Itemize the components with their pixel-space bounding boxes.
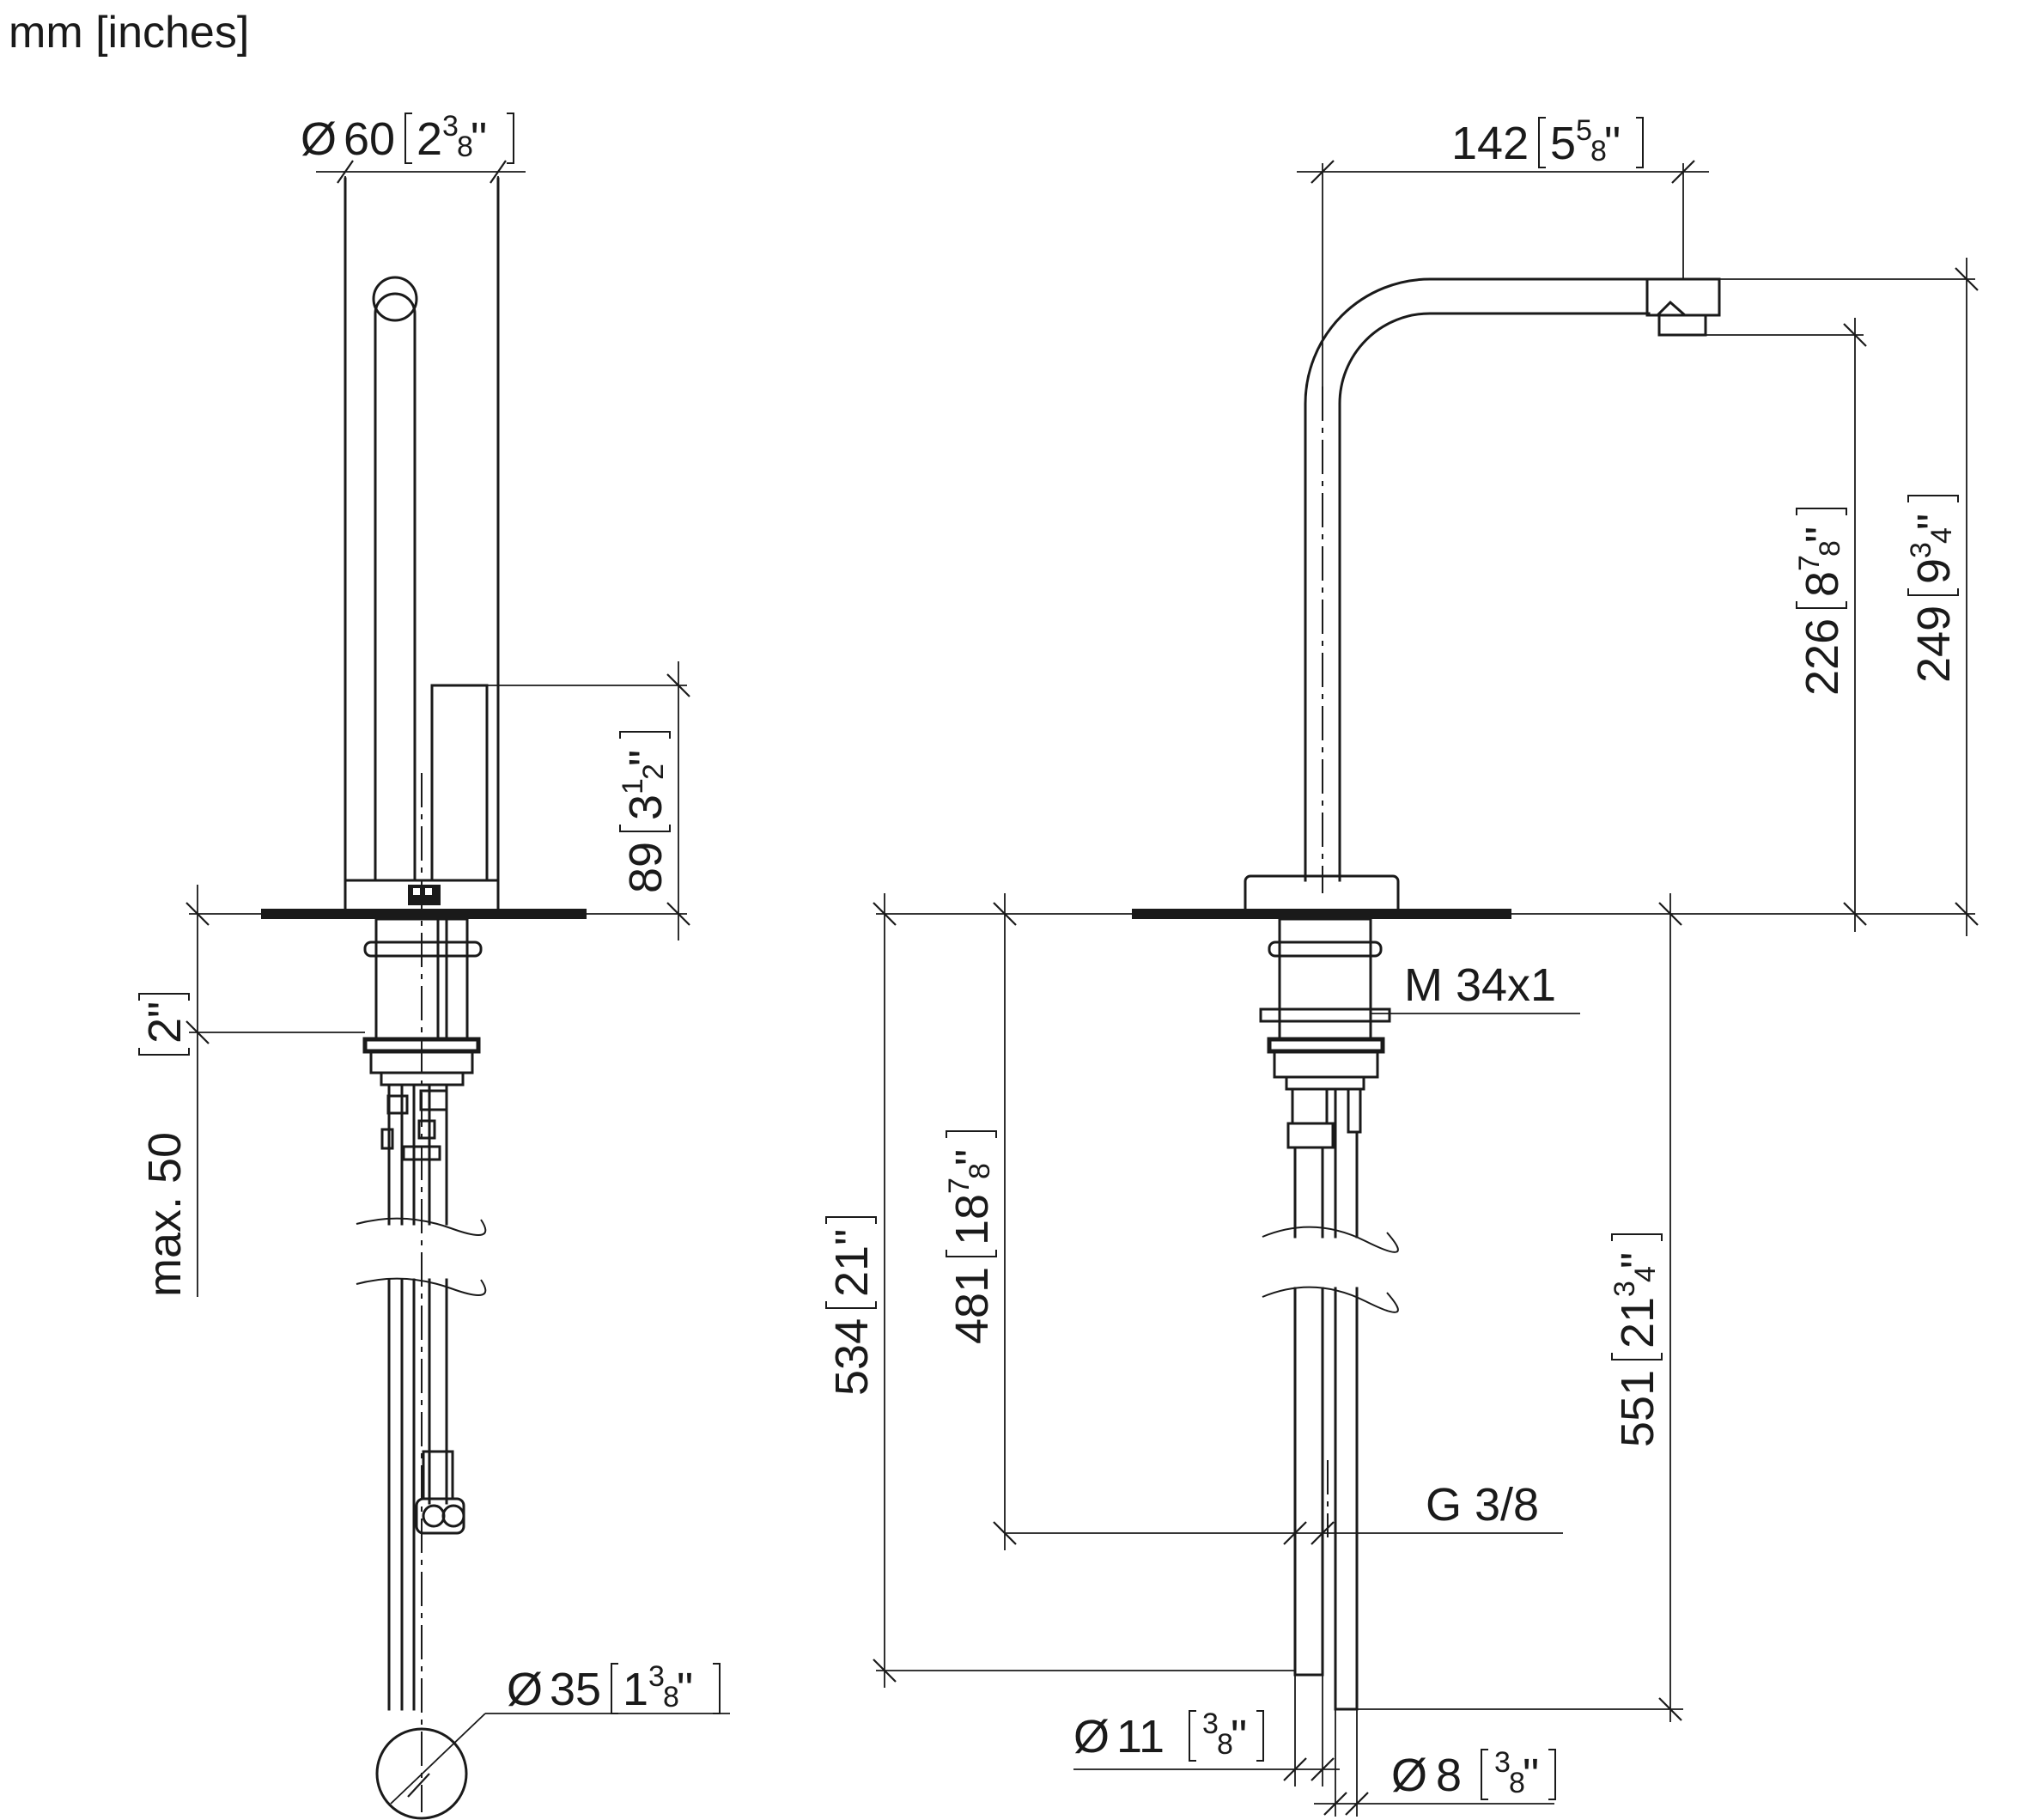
svg-text:5: 5 — [1576, 114, 1592, 147]
svg-text:7: 7 — [1793, 555, 1826, 571]
dim-226-value: 226 — [1797, 618, 1848, 696]
svg-text:2": 2" — [139, 1001, 191, 1044]
svg-text:": " — [1523, 1750, 1539, 1801]
svg-text:": " — [1604, 118, 1621, 169]
svg-text:": " — [677, 1664, 693, 1715]
svg-text:8: 8 — [1217, 1728, 1233, 1761]
dim-89-value: 89 — [620, 842, 672, 893]
svg-text:": " — [1797, 527, 1848, 543]
svg-text:Ø: Ø — [507, 1664, 543, 1715]
svg-text:4: 4 — [1629, 1266, 1662, 1282]
dim-60-value: 60 — [344, 113, 395, 165]
svg-text:3: 3 — [1609, 1281, 1641, 1297]
svg-text:": " — [1612, 1252, 1663, 1269]
svg-text:3: 3 — [620, 794, 672, 820]
svg-text:": " — [471, 113, 487, 165]
svg-text:8: 8 — [1814, 540, 1846, 557]
dim-height-249: 249 9 3 4 " — [1511, 258, 1979, 936]
svg-text:8: 8 — [964, 1163, 996, 1179]
svg-text:8: 8 — [1509, 1767, 1525, 1799]
svg-text:8: 8 — [1797, 571, 1848, 597]
dim-11-value: 11 — [1116, 1711, 1165, 1762]
svg-text:9: 9 — [1908, 558, 1960, 584]
dim-35-value: 35 — [550, 1664, 601, 1715]
dim-thread-g38: G 3/8 — [1005, 1479, 1563, 1545]
dim-max-50: max. 50 2" — [138, 885, 365, 1297]
left-logo-mark — [408, 885, 441, 905]
svg-text:3: 3 — [1202, 1707, 1219, 1740]
dim-reach-142: 142 5 5 8 " — [1297, 114, 1709, 387]
dim-diameter-60: Ø 60 2 3 8 " — [301, 110, 526, 880]
dim-thread-m34: M 34x1 — [1371, 959, 1580, 1014]
dim-height-226: 226 8 7 8 " — [1706, 318, 1867, 932]
dim-length-551: 551 21 3 4 " — [1357, 893, 1683, 1722]
left-view: Ø 60 2 3 8 " 89 3 1 2 " — [138, 110, 730, 1820]
units-label: mm [inches] — [9, 8, 250, 58]
hose-thread-label: G 3/8 — [1426, 1479, 1539, 1531]
right-view: 142 5 5 8 " 226 8 7 8 " — [825, 114, 1979, 1817]
dim-diameter-8: Ø 8 3 8 " — [1314, 1709, 1556, 1817]
svg-text:": " — [946, 1149, 998, 1166]
svg-text:8: 8 — [457, 131, 473, 163]
dim-249-value: 249 — [1908, 606, 1960, 683]
svg-text:3: 3 — [1494, 1746, 1511, 1779]
dim-diameter-35: Ø 35 1 3 8 " — [390, 1660, 730, 1805]
dim-60-symbol: Ø — [301, 113, 337, 165]
dim-length-534: 534 21" — [825, 893, 1295, 1688]
dim-60-inch: 2 — [417, 113, 442, 165]
thread-label: M 34x1 — [1404, 959, 1556, 1011]
svg-text:18: 18 — [946, 1194, 998, 1245]
svg-text:Ø: Ø — [1391, 1750, 1427, 1801]
right-spout-body — [1132, 277, 1721, 1711]
svg-text:": " — [1908, 514, 1960, 530]
svg-text:21": 21" — [826, 1229, 878, 1297]
svg-text:5: 5 — [1550, 118, 1576, 169]
svg-text:": " — [620, 750, 672, 766]
svg-text:3: 3 — [648, 1660, 665, 1693]
svg-text:Ø: Ø — [1073, 1711, 1110, 1762]
svg-text:3: 3 — [442, 110, 459, 143]
svg-text:1: 1 — [623, 1664, 648, 1715]
left-spout-body — [261, 177, 587, 1820]
dim-diameter-11: Ø 11 3 8 " — [1073, 1675, 1340, 1787]
dim-height-89: 89 3 1 2 " — [487, 661, 690, 940]
svg-text:3: 3 — [1905, 542, 1937, 558]
dim-142-value: 142 — [1451, 118, 1529, 169]
svg-text:4: 4 — [1925, 527, 1958, 544]
svg-text:8: 8 — [1590, 135, 1607, 167]
dim-534-value: 534 — [826, 1318, 878, 1396]
dim-length-481: 481 18 7 8 " — [943, 893, 1017, 1550]
svg-text:2: 2 — [637, 764, 670, 780]
svg-text:7: 7 — [943, 1178, 976, 1194]
svg-text:21: 21 — [1612, 1297, 1663, 1348]
dim-8-value: 8 — [1436, 1750, 1462, 1801]
svg-text:1: 1 — [617, 778, 649, 794]
dim-50-value: max. 50 — [139, 1132, 191, 1297]
dim-481-value: 481 — [946, 1267, 998, 1344]
counter-hole-circle — [375, 1727, 468, 1820]
svg-text:": " — [1231, 1711, 1247, 1762]
svg-text:8: 8 — [663, 1681, 679, 1713]
dim-551-value: 551 — [1612, 1370, 1663, 1447]
